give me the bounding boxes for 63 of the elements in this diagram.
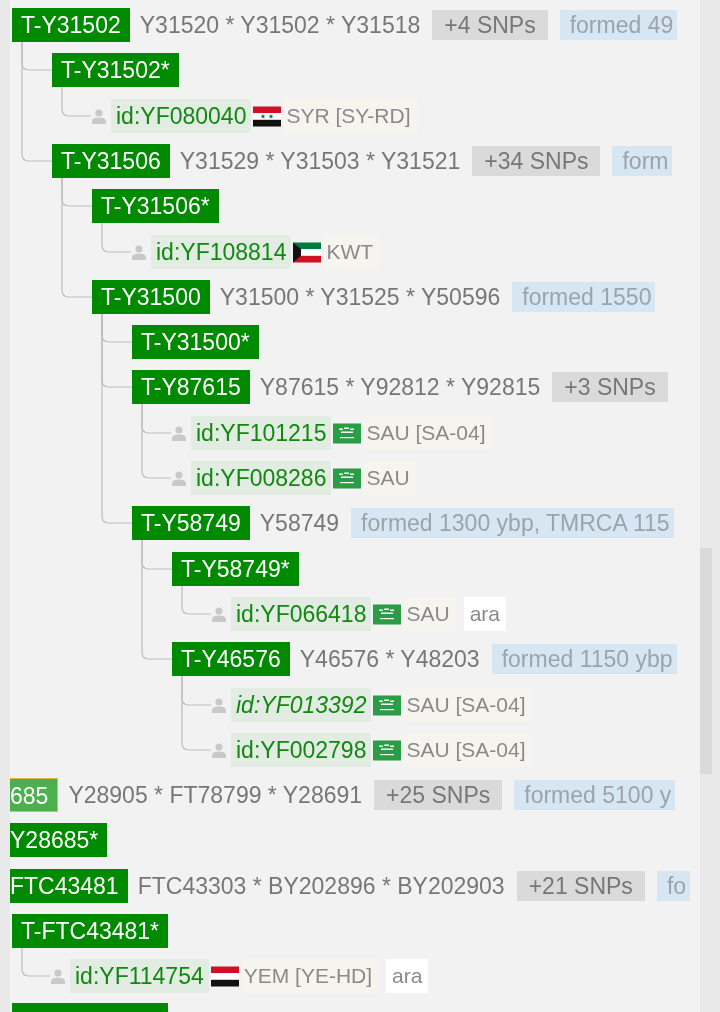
tree-connector xyxy=(181,585,212,615)
haplogroup-tag: T-Y31500* xyxy=(132,325,259,359)
haplogroup-tag: T-Y58749* xyxy=(172,552,299,586)
country-code: SAU xyxy=(403,597,456,631)
haplogroup-tag: T-FTC43481* xyxy=(12,914,169,948)
country-code: YEM [YE-HD] xyxy=(240,959,379,993)
country-code: SAU [SA-04] xyxy=(403,688,532,722)
snp-list: Y46576 * Y48203 xyxy=(299,645,480,673)
tree-connector xyxy=(61,86,92,117)
snp-count-badge: +25 SNPs xyxy=(374,780,503,810)
haplogroup-tag: T-Y31502 xyxy=(12,8,130,42)
tree-connector xyxy=(141,539,173,660)
sample-id-tag: id:YF066418 xyxy=(231,597,372,631)
country-code: KWT xyxy=(323,235,380,269)
sample-id-tag: id:YF114754 xyxy=(70,959,209,993)
age-estimate-badge: fo xyxy=(656,871,691,901)
haplogroup-tag xyxy=(12,1003,168,1012)
tree-connector xyxy=(61,177,93,298)
age-estimate-badge: formed 1300 ybp, TMRCA 115 xyxy=(351,508,674,538)
snp-list: Y31520 * Y31502 * Y31518 xyxy=(139,11,421,39)
tree-connector xyxy=(141,403,172,479)
haplogroup-tag: T-Y31506 xyxy=(52,144,170,178)
snp-list: Y31500 * Y31525 * Y50596 xyxy=(219,283,501,311)
snp-list: Y58749 xyxy=(259,509,340,537)
snp-list: Y87615 * Y92812 * Y92815 xyxy=(259,373,541,401)
snp-count-badge: +21 SNPs xyxy=(516,871,645,901)
haplogroup-tag: T-Y31506* xyxy=(92,189,219,223)
age-estimate-badge: formed 1550 xyxy=(512,282,656,312)
age-estimate-badge: form xyxy=(612,146,673,176)
sample-id-tag: id:YF108814 xyxy=(151,235,292,269)
haplogroup-tag: Y28685* xyxy=(10,823,108,857)
sample-id-tag: id:YF080040 xyxy=(111,99,252,133)
country-code: SAU [SA-04] xyxy=(363,416,492,450)
country-code: SAU [SA-04] xyxy=(403,733,532,767)
language-tag: ara xyxy=(463,597,506,631)
country-code: SAU xyxy=(363,461,416,495)
haplogroup-tag: T-Y46576 xyxy=(172,642,290,676)
haplogroup-tag: T-Y31502* xyxy=(52,53,179,87)
haplogroup-tag: T-Y31500 xyxy=(92,280,210,314)
tree-connector xyxy=(21,947,51,977)
sample-id-tag: id:YF008286 xyxy=(191,461,332,495)
language-tag: ara xyxy=(386,959,429,993)
tree-connector xyxy=(21,41,53,162)
country-code: SYR [SY-RD] xyxy=(283,99,417,133)
sample-id-tag: id:YF101215 xyxy=(191,416,332,450)
tree-connector xyxy=(101,313,133,524)
tree-connector xyxy=(101,222,132,253)
snp-list: Y31529 * Y31503 * Y31521 xyxy=(179,147,461,175)
haplogroup-tag: FTC43481 xyxy=(10,869,128,903)
snp-count-badge: +3 SNPs xyxy=(552,372,668,402)
snp-count-badge: +4 SNPs xyxy=(432,10,548,40)
snp-list: Y28905 * FT78799 * Y28691 xyxy=(68,781,363,809)
age-estimate-badge: formed 49 xyxy=(559,10,678,40)
haplogroup-tag: T-Y87615 xyxy=(132,370,250,404)
haplogroup-tag: T-Y58749 xyxy=(132,506,250,540)
snp-list: FTC43303 * BY202896 * BY202903 xyxy=(137,872,505,900)
haplogroup-tag: 685 xyxy=(10,778,59,812)
snp-count-badge: +34 SNPs xyxy=(472,146,601,176)
tree-connector xyxy=(181,675,212,751)
age-estimate-badge: formed 5100 y xyxy=(514,780,676,810)
age-estimate-badge: formed 1150 ybp xyxy=(491,644,677,674)
sample-id-tag: id:YF002798 xyxy=(231,733,372,767)
sample-id-tag: id:YF013392 xyxy=(231,688,372,722)
